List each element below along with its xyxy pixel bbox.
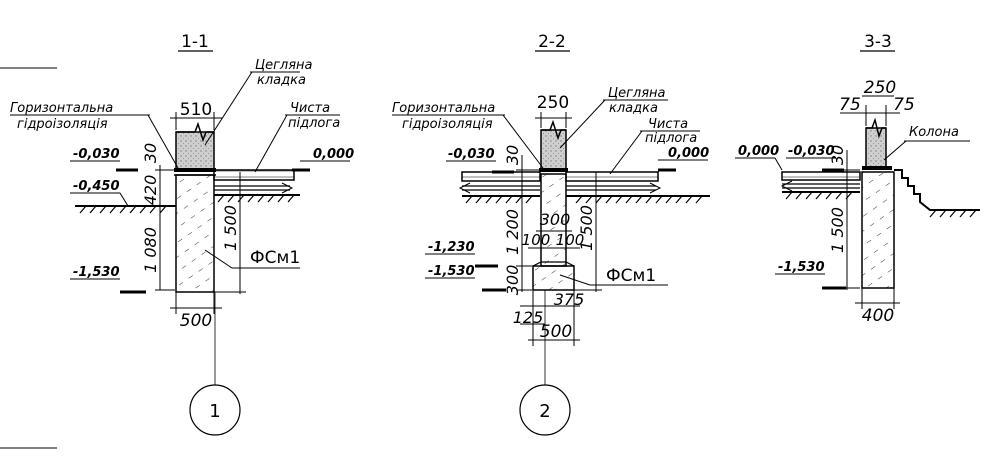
svg-text:30: 30 bbox=[503, 145, 522, 165]
svg-text:1 500: 1 500 bbox=[221, 205, 240, 251]
svg-text:300: 300 bbox=[540, 210, 571, 229]
section-3-3: 3-3 250 75 75 bbox=[735, 32, 980, 326]
svg-text:0,000: 0,000 bbox=[738, 144, 779, 159]
svg-text:-1,530: -1,530 bbox=[73, 265, 120, 280]
svg-text:2: 2 bbox=[539, 401, 550, 422]
brick-wall bbox=[175, 131, 215, 171]
section-1-1: 1-1 510 bbox=[10, 32, 354, 436]
section-2-2: 2-2 bbox=[392, 32, 710, 436]
svg-text:2-2: 2-2 bbox=[538, 32, 566, 52]
ground-hatch bbox=[79, 205, 167, 214]
svg-text:-0,450: -0,450 bbox=[73, 179, 120, 194]
svg-text:Цегляна: Цегляна bbox=[608, 86, 666, 101]
svg-text:3-3: 3-3 bbox=[864, 32, 892, 52]
svg-text:0,000: 0,000 bbox=[313, 147, 354, 162]
svg-text:1 080: 1 080 bbox=[141, 227, 160, 273]
svg-text:510: 510 bbox=[180, 100, 212, 120]
svg-text:Цегляна: Цегляна bbox=[255, 58, 313, 73]
svg-text:кладка: кладка bbox=[257, 73, 306, 88]
svg-text:Колона: Колона bbox=[909, 125, 959, 140]
svg-text:-1,530: -1,530 bbox=[778, 260, 825, 275]
svg-text:Горизонтальна: Горизонтальна bbox=[10, 101, 113, 116]
svg-text:ФСм1: ФСм1 bbox=[606, 266, 656, 286]
svg-text:125: 125 bbox=[513, 308, 544, 327]
svg-text:500: 500 bbox=[540, 322, 572, 342]
svg-text:375: 375 bbox=[554, 290, 585, 309]
floor-slab bbox=[213, 169, 295, 181]
svg-text:100: 100 bbox=[522, 231, 551, 249]
svg-text:250: 250 bbox=[864, 78, 896, 98]
svg-text:1: 1 bbox=[209, 401, 220, 422]
svg-text:300: 300 bbox=[503, 265, 522, 296]
svg-text:гідроізоляція: гідроізоляція bbox=[17, 117, 108, 132]
svg-text:підлога: підлога bbox=[288, 116, 340, 131]
svg-text:30: 30 bbox=[141, 143, 160, 163]
svg-text:75: 75 bbox=[839, 95, 861, 115]
svg-text:Горизонтальна: Горизонтальна bbox=[392, 101, 495, 116]
svg-text:-1,230: -1,230 bbox=[428, 240, 475, 255]
svg-text:-0,030: -0,030 bbox=[73, 147, 120, 162]
svg-text:кладка: кладка bbox=[609, 101, 658, 116]
svg-text:100: 100 bbox=[556, 231, 585, 249]
svg-text:гідроізоляція: гідроізоляція bbox=[402, 117, 493, 132]
svg-text:1 500: 1 500 bbox=[828, 207, 847, 253]
svg-text:Чиста: Чиста bbox=[648, 117, 688, 132]
svg-text:0,000: 0,000 bbox=[668, 146, 709, 161]
svg-text:500: 500 bbox=[180, 311, 212, 331]
svg-text:-0,030: -0,030 bbox=[448, 147, 495, 162]
svg-text:400: 400 bbox=[862, 306, 894, 326]
svg-text:30: 30 bbox=[828, 145, 847, 165]
foundation-block bbox=[175, 174, 215, 293]
svg-text:-1,530: -1,530 bbox=[428, 264, 475, 279]
svg-text:1 500: 1 500 bbox=[577, 205, 596, 251]
svg-text:підлога: підлога bbox=[645, 131, 697, 146]
svg-text:Чиста: Чиста bbox=[290, 101, 330, 116]
svg-text:420: 420 bbox=[141, 175, 160, 206]
svg-text:-0,030: -0,030 bbox=[788, 144, 835, 159]
svg-text:75: 75 bbox=[893, 95, 915, 115]
svg-text:ФСм1: ФСм1 bbox=[250, 248, 300, 268]
section-title: 1-1 bbox=[181, 32, 209, 52]
svg-text:250: 250 bbox=[537, 93, 569, 113]
svg-text:1 200: 1 200 bbox=[503, 209, 522, 255]
